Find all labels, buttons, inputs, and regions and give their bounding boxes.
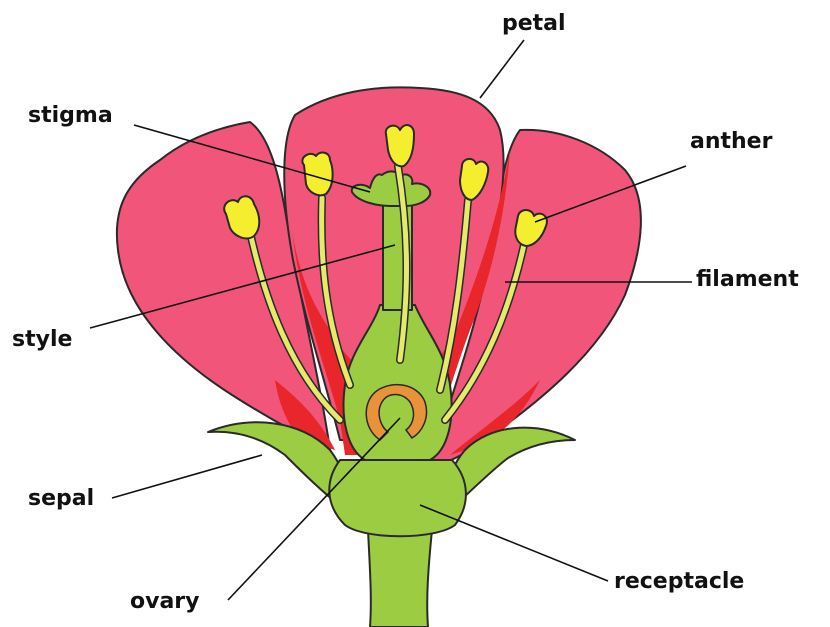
label-anther: anther (690, 129, 773, 154)
label-petal: petal (502, 11, 566, 36)
label-stigma: stigma (28, 103, 113, 128)
label-filament: filament (696, 267, 799, 292)
stem (368, 530, 432, 627)
label-style: style (12, 327, 72, 352)
label-receptacle: receptacle (614, 569, 744, 594)
leader-sepal (112, 455, 262, 498)
leader-petal (480, 40, 524, 98)
label-sepal: sepal (28, 486, 94, 511)
label-ovary: ovary (130, 589, 200, 614)
leader-receptacle (420, 505, 608, 581)
